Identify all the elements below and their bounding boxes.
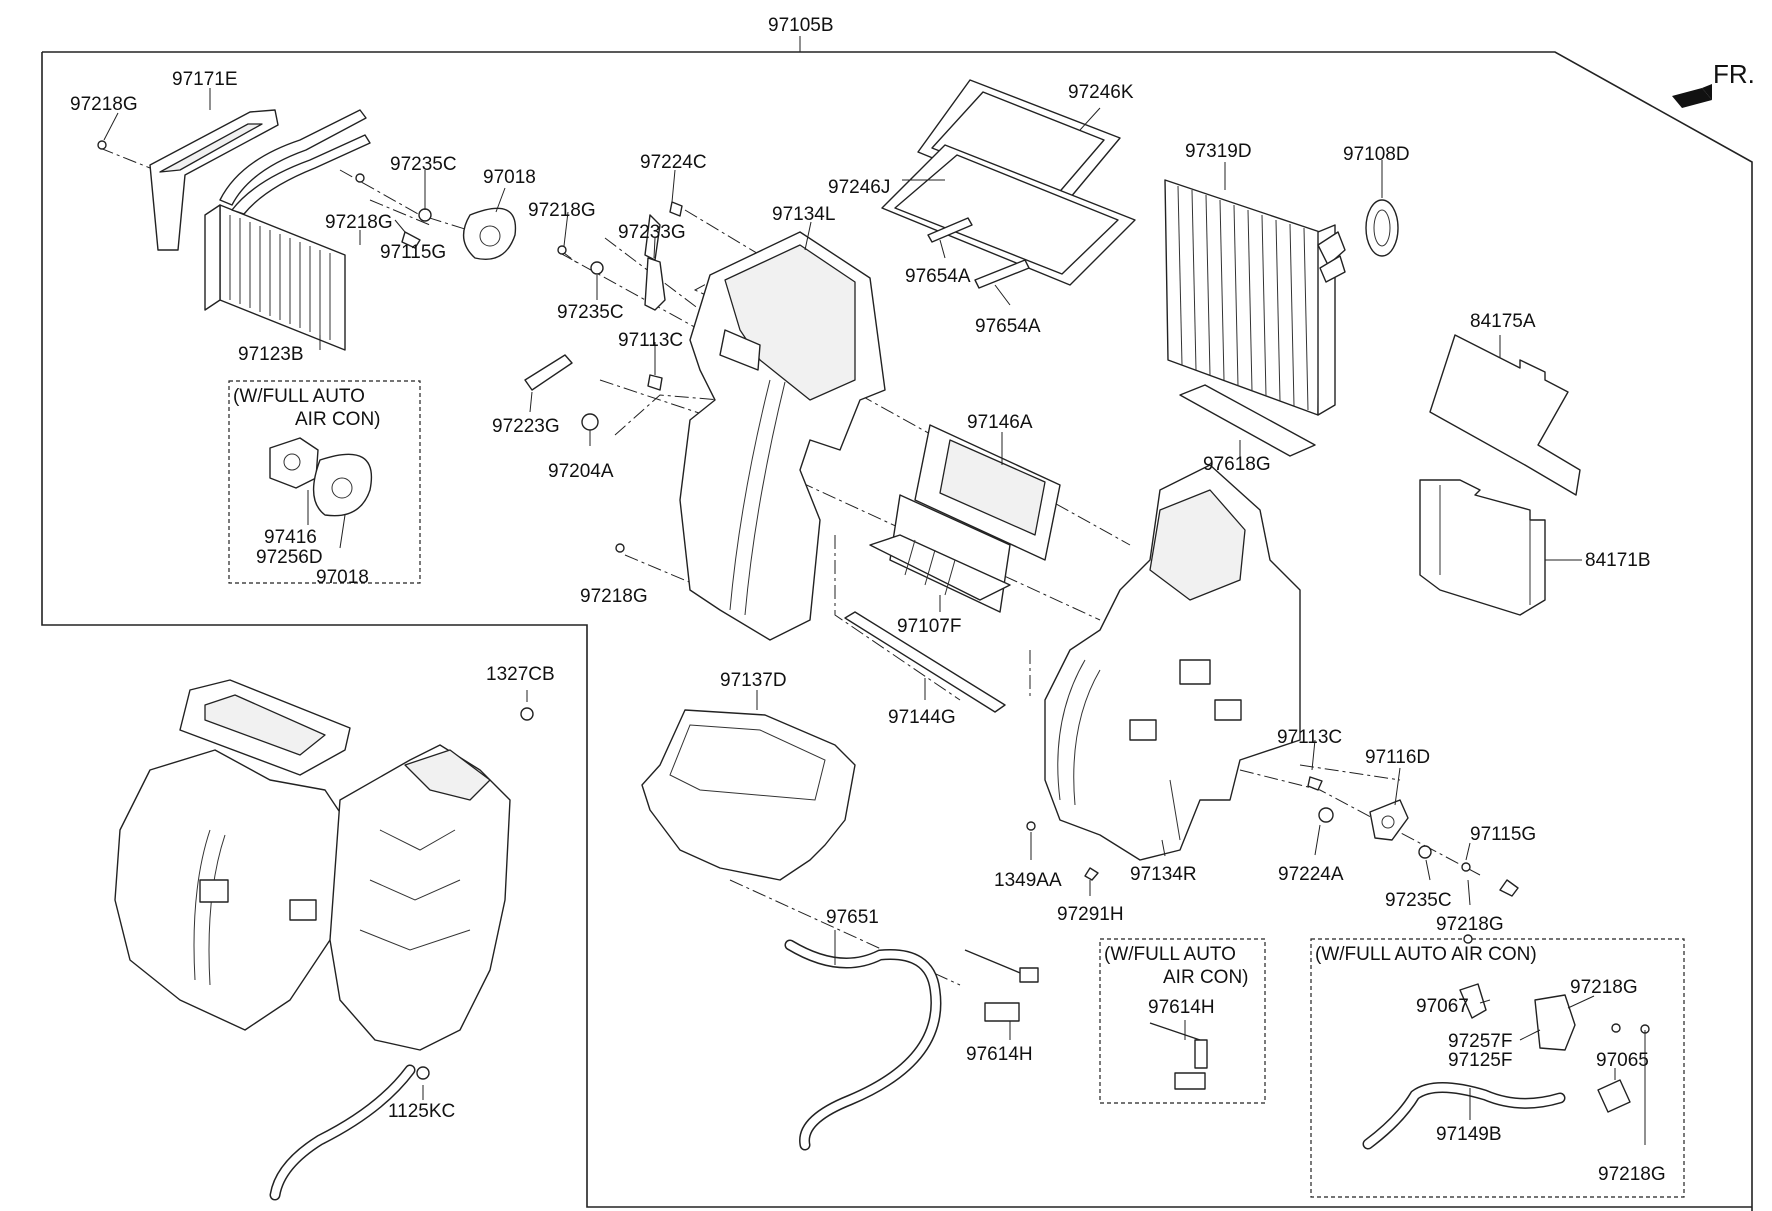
part-label: 97115G: [380, 242, 446, 263]
aspirator-hose: [1362, 1082, 1566, 1150]
part-label: 97116D: [1365, 747, 1430, 768]
part-label: 97218G: [1598, 1164, 1666, 1185]
heater-case-left: [679, 231, 886, 641]
part-label: 97614H: [1148, 997, 1215, 1018]
option-box-1-line1: (W/FULL AUTO: [233, 386, 365, 407]
part-label: 97113C: [618, 330, 683, 351]
front-direction-arrow-icon: [1672, 84, 1712, 108]
heater-pipe-cover: [149, 109, 279, 251]
part-label: 97223G: [492, 416, 560, 437]
insulation-pad-lower: [1419, 479, 1546, 616]
part-label: 97319D: [1185, 141, 1252, 162]
part-label: 97235C: [390, 154, 457, 175]
screw-icon: [97, 140, 1650, 1034]
mode-actuator: [462, 207, 517, 260]
part-label: 1327CB: [486, 664, 555, 685]
part-label: 97246J: [828, 177, 890, 198]
part-label: 97614H: [966, 1044, 1033, 1065]
part-label: 97018: [483, 167, 536, 188]
part-label: 97067: [1416, 996, 1469, 1017]
part-label: 84171B: [1585, 550, 1651, 571]
part-number-labels: 97218G 97171E 97235C 97018 97218G 97115G…: [70, 69, 1666, 1185]
part-label: 97123B: [238, 344, 304, 365]
part-label: 97065: [1596, 1050, 1649, 1071]
evaporator-core: [1164, 179, 1346, 416]
part-label: 1125KC: [388, 1101, 455, 1122]
part-label: 97134R: [1130, 864, 1197, 885]
assembly-boundary: [41, 36, 1753, 1211]
lever-link: [524, 354, 573, 391]
part-label: 97256D: [256, 547, 323, 568]
part-label: 97149B: [1436, 1124, 1502, 1145]
option-box-1-line2: AIR CON): [295, 409, 381, 430]
aspirator-motor: [1534, 994, 1576, 1051]
part-label: 97651: [826, 907, 879, 928]
air-filter: [881, 79, 1136, 286]
part-label: 97218G: [528, 200, 596, 221]
part-label: 97134L: [772, 204, 835, 225]
auto-actuator: [269, 437, 319, 489]
part-label: 97108D: [1343, 144, 1410, 165]
part-label: 97235C: [1385, 890, 1452, 911]
part-label: 97218G: [1570, 977, 1638, 998]
part-label: 97224C: [640, 152, 707, 173]
part-label: 97115G: [1470, 824, 1536, 845]
part-label: 97235C: [557, 302, 624, 323]
part-label: 97246K: [1068, 82, 1134, 103]
auto-actuator-cover: [312, 453, 372, 517]
part-label: 97218G: [70, 94, 138, 115]
part-label: 84175A: [1470, 311, 1536, 332]
leader-lines: [103, 88, 1646, 1145]
part-label: 97107F: [897, 616, 961, 637]
hvac-assembly-view: [114, 679, 511, 1201]
part-label: 97144G: [888, 707, 956, 728]
part-label: 97218G: [325, 212, 393, 233]
clip-icon: [401, 201, 1519, 1080]
part-label: 97125F: [1448, 1050, 1512, 1071]
option-box-2: [1099, 938, 1266, 1104]
drain-hose: [784, 939, 942, 1151]
air-door: [914, 424, 1061, 561]
part-label: 97257F: [1448, 1031, 1512, 1052]
aspirator-connector: [1597, 1079, 1631, 1113]
part-label: 97218G: [1436, 914, 1504, 935]
part-label: 97618G: [1203, 454, 1271, 475]
part-label: 97291H: [1057, 904, 1124, 925]
auto-sensor-bracket: [1459, 983, 1487, 1019]
part-label: 97416: [264, 527, 317, 548]
insulation-pad-upper: [1429, 334, 1581, 496]
evaporator-seal: [1179, 384, 1316, 457]
temp-door: [869, 494, 1011, 613]
assembly-label: 97105B: [768, 15, 834, 36]
direction-label: FR.: [1713, 59, 1755, 89]
part-label: 97218G: [580, 586, 648, 607]
part-label: 97137D: [720, 670, 787, 691]
lower-case: [641, 709, 856, 881]
part-label: 97233G: [618, 222, 686, 243]
part-label: 97018: [316, 567, 369, 588]
temperature-sensor-option: [1149, 1022, 1208, 1090]
heater-case-right: [1044, 464, 1301, 861]
heater-core: [204, 109, 371, 351]
temperature-sensor: [964, 949, 1039, 1022]
part-label: 97113C: [1277, 727, 1342, 748]
door-seal: [844, 611, 1006, 713]
option-box-2-line2: AIR CON): [1163, 967, 1249, 988]
o-ring-seal: [1365, 199, 1399, 257]
option-box-3-line1: (W/FULL AUTO AIR CON): [1315, 944, 1537, 965]
door-lever: [644, 257, 666, 311]
part-label: 97654A: [905, 266, 971, 287]
part-label: 97171E: [172, 69, 238, 90]
part-label: 97204A: [548, 461, 614, 482]
seal-strip: [927, 217, 1030, 289]
part-label: 1349AA: [994, 870, 1062, 891]
part-label: 97654A: [975, 316, 1041, 337]
option-box-2-line1: (W/FULL AUTO: [1104, 944, 1236, 965]
part-label: 97146A: [967, 412, 1033, 433]
part-label: 97224A: [1278, 864, 1344, 885]
